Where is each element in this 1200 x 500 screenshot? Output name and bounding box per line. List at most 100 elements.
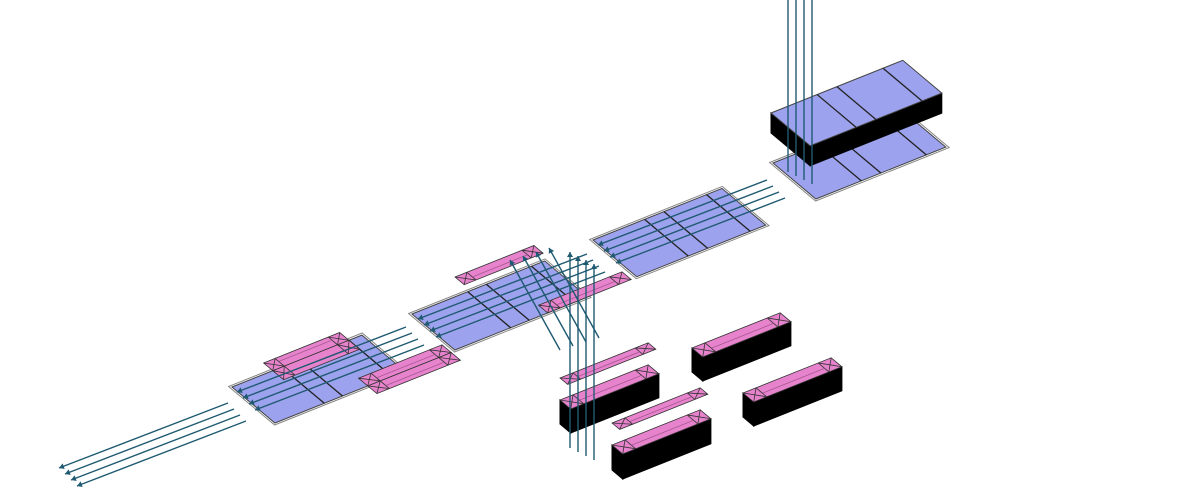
flap-crease bbox=[818, 362, 842, 368]
arrow-head-icon bbox=[65, 469, 71, 475]
flap-edge bbox=[376, 354, 436, 379]
box-4 bbox=[742, 357, 843, 428]
arrow-head-icon bbox=[430, 326, 436, 332]
arrow-head-icon bbox=[567, 252, 573, 257]
arrow-shaft bbox=[70, 414, 241, 481]
arrow-head-icon bbox=[71, 475, 77, 481]
arrow-head-icon bbox=[616, 258, 622, 264]
arrows-group-2 bbox=[236, 326, 425, 411]
arrow-shaft bbox=[64, 408, 235, 475]
flap-crease bbox=[609, 276, 632, 280]
flap-crease bbox=[622, 439, 626, 455]
flap-crease bbox=[438, 357, 461, 361]
arrow-head-icon bbox=[509, 260, 516, 266]
arrow-head-icon bbox=[255, 405, 261, 411]
arrow-shaft bbox=[609, 191, 780, 258]
flap-edge bbox=[385, 361, 445, 386]
arrow-shaft bbox=[509, 259, 561, 351]
fold-line bbox=[663, 211, 709, 249]
flap-crease bbox=[817, 362, 830, 373]
arrow-head-icon bbox=[598, 240, 604, 246]
flap-top-detached-stage-2 bbox=[454, 245, 544, 286]
fold-line bbox=[836, 86, 877, 120]
arrow-shaft bbox=[615, 197, 786, 264]
flap-bottom-inner-stage-1 bbox=[357, 344, 452, 387]
arrow-shaft bbox=[254, 344, 425, 411]
flap-crease bbox=[521, 249, 532, 259]
flap-crease bbox=[521, 249, 544, 254]
flap-crease bbox=[609, 276, 619, 285]
flap-bottom-stage-1 bbox=[366, 352, 462, 395]
flap-crease bbox=[283, 365, 296, 376]
flap-crease bbox=[635, 347, 656, 350]
flap-crease bbox=[376, 380, 381, 394]
box-top-flap bbox=[691, 312, 792, 358]
strip-detached-2 bbox=[611, 387, 709, 430]
arrow-shaft bbox=[248, 338, 419, 405]
arrow-head-icon bbox=[418, 314, 424, 320]
flap-crease bbox=[550, 299, 561, 309]
arrows-group-1 bbox=[58, 402, 247, 487]
box-2 bbox=[611, 409, 712, 481]
arrow-head-icon bbox=[591, 264, 597, 269]
arrow-shaft bbox=[236, 326, 407, 393]
flap-crease bbox=[438, 357, 449, 366]
arrows-up-vertical-1 bbox=[567, 252, 597, 460]
box-top-flap bbox=[742, 357, 843, 403]
box-3 bbox=[691, 312, 792, 383]
arrow-shaft bbox=[597, 179, 768, 246]
arrow-head-icon bbox=[522, 256, 529, 262]
flap-crease bbox=[702, 342, 706, 358]
arrow-head-icon bbox=[237, 387, 243, 393]
flap-crease bbox=[379, 380, 390, 389]
panel-stage-3 bbox=[588, 185, 770, 280]
flap-edge bbox=[631, 420, 694, 446]
flap-crease bbox=[686, 392, 696, 400]
arrow-head-icon bbox=[424, 320, 430, 326]
flap-crease bbox=[263, 362, 285, 367]
arrow-head-icon bbox=[535, 252, 542, 258]
arrow-shaft bbox=[242, 332, 413, 399]
flap-crease bbox=[767, 317, 791, 323]
arrows-group-4 bbox=[597, 179, 786, 264]
flap-crease bbox=[619, 417, 626, 430]
arrows-up-vertical-2 bbox=[787, 0, 813, 184]
flap-crease bbox=[687, 392, 708, 395]
arrow-shaft bbox=[76, 420, 247, 487]
flap-crease bbox=[687, 414, 711, 420]
arrow-head-icon bbox=[77, 481, 83, 487]
arrow-shaft bbox=[58, 402, 229, 469]
flap-crease bbox=[686, 414, 699, 425]
arrows-group-3 bbox=[417, 253, 606, 338]
flap-crease bbox=[753, 387, 757, 403]
flap-crease bbox=[634, 369, 647, 380]
box-top-flap bbox=[559, 364, 660, 410]
flap-crease bbox=[337, 344, 349, 355]
flap-edge bbox=[629, 396, 692, 422]
flap-crease bbox=[547, 300, 552, 314]
arrow-head-icon bbox=[59, 463, 65, 469]
flap-crease bbox=[370, 372, 381, 382]
flap-crease bbox=[429, 349, 439, 358]
flap-crease bbox=[367, 373, 372, 387]
arrow-head-icon bbox=[610, 252, 616, 258]
panel-stage-2 bbox=[407, 258, 592, 353]
arrow-shaft bbox=[423, 259, 594, 326]
flap-edge bbox=[472, 254, 528, 278]
arrow-shaft bbox=[435, 271, 606, 338]
flap-crease bbox=[755, 387, 767, 398]
arrow-head-icon bbox=[436, 332, 442, 338]
arrow-shaft bbox=[429, 265, 600, 332]
flap-crease bbox=[429, 349, 452, 353]
arrow-head-icon bbox=[575, 256, 581, 261]
flap-crease bbox=[624, 439, 636, 450]
arrow-head-icon bbox=[583, 260, 589, 265]
box-top-flap bbox=[611, 409, 712, 455]
flap-edge bbox=[711, 323, 774, 349]
fold-line bbox=[816, 94, 857, 128]
fold-line bbox=[644, 218, 689, 257]
flap-crease bbox=[328, 336, 338, 346]
flap-edge bbox=[278, 339, 333, 362]
